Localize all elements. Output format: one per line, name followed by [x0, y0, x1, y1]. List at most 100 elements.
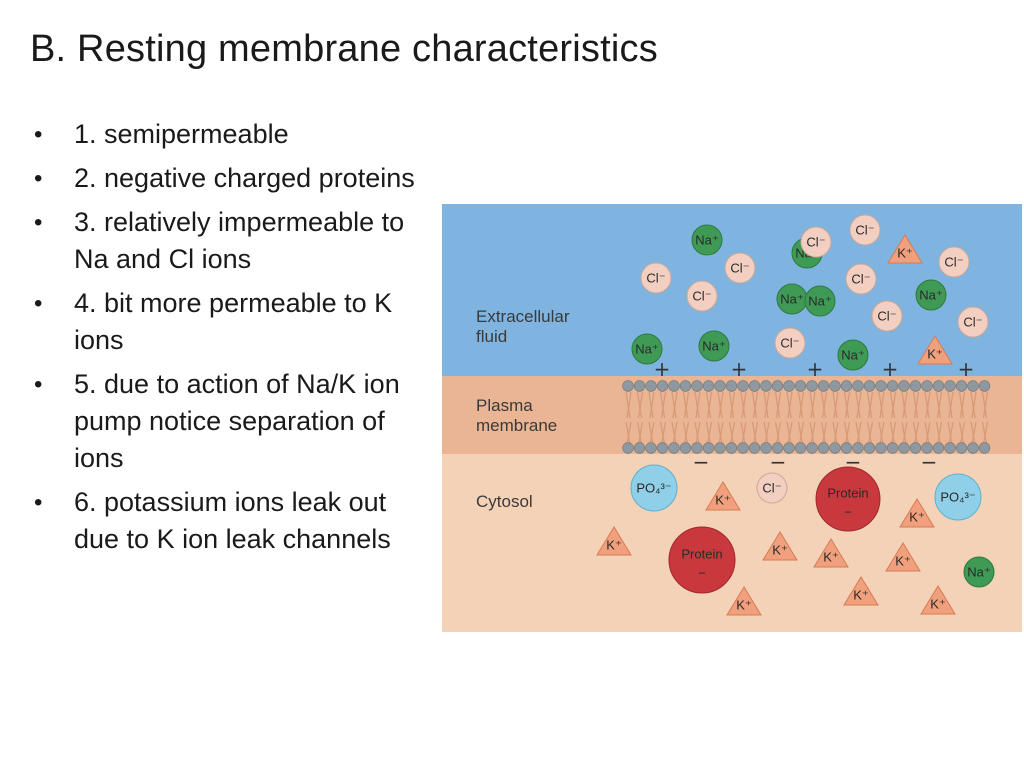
phospholipid-head: [909, 442, 922, 454]
phospholipid-head: [794, 442, 807, 454]
lipid-tail: [706, 421, 713, 445]
lipid-tail: [718, 421, 724, 445]
phospholipid-head: [829, 442, 841, 454]
potassium-ion: K⁺: [887, 234, 923, 264]
phospholipid-head: [656, 442, 669, 454]
potassium-ion: K⁺: [762, 531, 798, 561]
lipid-tail: [728, 391, 735, 419]
lipid-tail: [947, 391, 953, 419]
phospholipid-head: [656, 380, 669, 392]
lipid-tail: [821, 391, 828, 419]
lipid-tail: [867, 421, 874, 445]
lipid-tail: [797, 421, 804, 445]
ion-label: Na⁺: [967, 564, 990, 579]
plus-sign: +: [882, 357, 899, 381]
potassium-ion: K⁺: [596, 526, 632, 556]
phospholipid-head: [737, 380, 749, 392]
lipid-tail: [671, 391, 677, 419]
ion-label: Protein: [681, 546, 722, 561]
phospholipid-head: [691, 442, 703, 454]
lipid-tail: [958, 421, 965, 445]
lipid-tail: [775, 421, 782, 445]
lipid-tail: [637, 391, 644, 419]
lipid-tail: [843, 391, 850, 419]
lipid-tail: [902, 421, 908, 445]
lipid-tail: [728, 421, 735, 445]
minus-sign: −: [921, 450, 938, 474]
phospholipid-head: [967, 442, 979, 454]
phospholipid-head: [921, 380, 933, 392]
lipid-tail: [752, 421, 759, 445]
ion-label: PO₄³⁻: [940, 489, 975, 504]
phospholipid-head: [622, 380, 634, 392]
lipid-tail: [741, 421, 747, 445]
lipid-tail: [705, 421, 712, 445]
minus-sign: −: [770, 450, 787, 474]
bullet-text: 1. semipermeable: [74, 119, 289, 149]
lipid-tail: [682, 421, 689, 445]
lipid-tail: [764, 391, 770, 419]
slide-title: B. Resting membrane characteristics: [30, 28, 658, 70]
lipid-tail: [856, 421, 862, 445]
lipid-tail: [648, 421, 654, 445]
lipid-tail: [660, 391, 667, 419]
phospholipid-head: [760, 442, 772, 454]
lipid-tail: [682, 391, 689, 419]
bullet-item: •3. relatively impermeable to Na and Cl …: [32, 204, 422, 278]
ion-label: Protein: [827, 485, 868, 500]
lipid-tail: [971, 391, 977, 419]
lipid-tail: [809, 421, 815, 445]
lipid-tail: [751, 421, 758, 445]
ion-label: K⁺: [736, 597, 752, 612]
bullet-dot: •: [34, 121, 43, 148]
plus-sign: +: [807, 357, 824, 381]
lipid-tail: [889, 421, 896, 445]
sodium-ion: Na⁺: [776, 283, 808, 315]
phospholipid-head: [668, 442, 680, 454]
bullet-item: • 1. semipermeable: [32, 116, 422, 153]
bullet-item: •6. potassium ions leak out due to K ion…: [32, 484, 422, 558]
phospholipid-head: [633, 442, 646, 454]
lipid-tail: [626, 421, 632, 445]
ion-label: K⁺: [853, 587, 869, 602]
phospholipid-head: [806, 380, 818, 392]
ions-layer: Na⁺Na⁺Na⁺Na⁺Na⁺Na⁺Na⁺Na⁺Cl⁻Cl⁻Cl⁻Cl⁻Cl⁻C…: [596, 214, 995, 616]
lipid-tail: [912, 391, 919, 419]
phospholipid-head: [679, 380, 692, 392]
bullet-text: 6. potassium ions leak out due to K ion …: [74, 487, 391, 554]
bullet-text: 3. relatively impermeable to Na and Cl i…: [74, 207, 405, 274]
ion-label: K⁺: [895, 553, 911, 568]
lipid-tail: [695, 421, 701, 445]
phospholipid-head: [702, 380, 715, 392]
ion-label: Na⁺: [780, 291, 803, 306]
lipid-tail: [912, 421, 919, 445]
ion-label: K⁺: [909, 509, 925, 524]
phospholipid-head: [668, 380, 680, 392]
phospholipid-head: [863, 380, 876, 392]
lipid-tail: [821, 421, 828, 445]
ion-label: Cl⁻: [646, 270, 665, 285]
lipid-tail: [833, 391, 839, 419]
phospholipid-head: [978, 442, 991, 454]
phospholipid-head: [691, 380, 703, 392]
lipid-tail: [694, 391, 700, 419]
potassium-ion: K⁺: [899, 498, 935, 528]
lipid-tail: [637, 421, 644, 445]
phospholipid-head: [714, 380, 726, 392]
phospholipid-head: [771, 442, 784, 454]
phospholipid-head: [645, 442, 657, 454]
sodium-ion: Na⁺: [804, 285, 836, 317]
lipid-tail: [866, 421, 873, 445]
phospholipid-head: [633, 380, 646, 392]
lipid-bilayer: [622, 380, 991, 454]
phospholipid-head: [909, 380, 922, 392]
phospholipid-head: [771, 380, 784, 392]
phospholipid-head: [932, 380, 945, 392]
ion-label: Cl⁻: [944, 254, 963, 269]
ion-label: −: [844, 504, 852, 519]
lipid-tail: [924, 421, 930, 445]
lipid-tail: [925, 391, 931, 419]
lipid-tail: [683, 391, 690, 419]
phospholipid-head: [737, 442, 749, 454]
lipid-tail: [935, 421, 942, 445]
